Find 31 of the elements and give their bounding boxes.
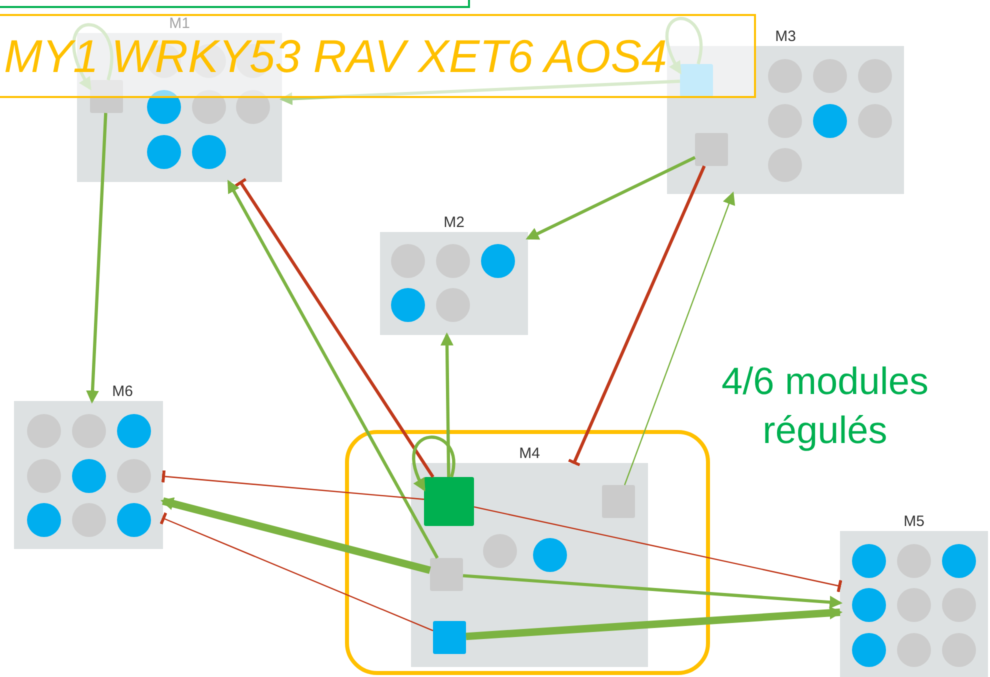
gene-square: [424, 477, 474, 526]
arrow: [227, 180, 439, 559]
arrow: [462, 574, 843, 609]
gene-square: [90, 80, 123, 113]
gene-square: [602, 485, 635, 518]
inhibition-line: [161, 470, 424, 500]
arrow: [526, 156, 696, 240]
module-label: M6: [112, 384, 133, 399]
self-loop-arrow: [412, 436, 456, 492]
inhibition-line: [234, 178, 434, 478]
gene-square: [680, 64, 713, 97]
module-label: M5: [904, 514, 924, 529]
module-label: M4: [519, 446, 540, 461]
gene-square: [430, 558, 463, 591]
inhibition-line: [160, 512, 434, 632]
self-loop-arrow: [72, 23, 114, 91]
arrow: [466, 606, 843, 640]
module-label: M2: [444, 215, 464, 230]
inhibition-line: [474, 506, 842, 592]
arrow: [440, 332, 454, 478]
gene-square: [433, 621, 466, 654]
module-label: M1: [169, 16, 190, 31]
module-label: M3: [775, 29, 796, 44]
inhibition-line: [568, 165, 706, 466]
arrow: [86, 112, 108, 404]
self-loop-arrow: [666, 16, 702, 75]
gene-square: [695, 133, 728, 166]
arrow: [624, 192, 736, 486]
annotation-text: 4/6 modules régulés: [720, 360, 930, 454]
arrow: [279, 80, 680, 106]
arrow: [160, 497, 431, 574]
